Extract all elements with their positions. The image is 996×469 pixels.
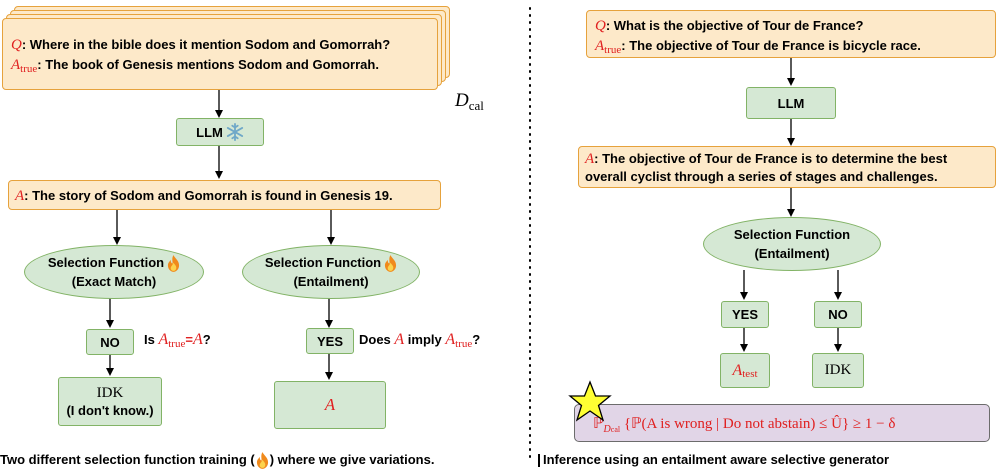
no-label: NO xyxy=(100,334,120,350)
llm-label: LLM xyxy=(196,124,223,140)
snowflake-icon xyxy=(226,123,243,141)
a-test-symbol: A xyxy=(732,361,743,379)
guarantee-formula: ℙDcal {ℙ(A is wrong | Do not abstain) ≤ … xyxy=(593,415,896,435)
sel2-line1: Selection Function xyxy=(264,255,382,270)
selection-function-entailment: Selection Function (Entailment) xyxy=(242,245,420,299)
sel1-line1: Selection Function xyxy=(47,255,165,270)
right-caption: Inference using an entailment aware sele… xyxy=(538,450,889,469)
sel2-line2: (Entailment) xyxy=(293,274,369,289)
flame-icon xyxy=(385,255,397,272)
entailment-question: Does A imply Atrue? xyxy=(359,331,481,350)
question-text: : Where in the bible does it mention Sod… xyxy=(21,37,391,52)
calibration-example-box: Q: Where in the bible does it mention So… xyxy=(2,18,438,90)
true-answer-text-right: : The objective of Tour de France is bic… xyxy=(621,38,921,53)
idk-output-box-right: IDK xyxy=(812,353,864,388)
idk-output-box: IDK (I don't know.) xyxy=(58,377,162,426)
sel-right-line1: Selection Function xyxy=(733,227,851,242)
a-true-symbol: A xyxy=(11,57,21,73)
sel1-line2: (Exact Match) xyxy=(71,274,157,289)
yes-decision-box: YES xyxy=(306,328,354,354)
yes-decision-box-right: YES xyxy=(721,301,769,328)
generated-answer-line1: : The objective of Tour de France is to … xyxy=(594,151,948,166)
yes-label-right: YES xyxy=(731,307,758,322)
generated-answer-text: : The story of Sodom and Gomorrah is fou… xyxy=(24,188,393,203)
llm-box-right: LLM xyxy=(746,87,836,119)
a-test-subscript: test xyxy=(742,367,758,380)
llm-label-right: LLM xyxy=(777,95,805,111)
selection-function-entailment-right: Selection Function (Entailment) xyxy=(703,217,881,271)
star-icon xyxy=(568,380,612,422)
left-caption: Two different selection function trainin… xyxy=(0,450,434,469)
yes-label: YES xyxy=(316,333,343,349)
flame-icon xyxy=(168,255,180,272)
idk-label: IDK xyxy=(96,385,124,401)
test-example-box: Q: What is the objective of Tour de Fran… xyxy=(586,10,996,58)
selection-function-exact-match: Selection Function (Exact Match) xyxy=(24,245,204,299)
sel-right-line2: (Entailment) xyxy=(754,246,830,261)
generated-answer-line2: overall cyclist through a series of stag… xyxy=(585,169,938,184)
generated-answer-box: A: The story of Sodom and Gomorrah is fo… xyxy=(8,180,441,210)
question-text-right: : What is the objective of Tour de Franc… xyxy=(605,18,864,33)
no-decision-box: NO xyxy=(86,329,134,355)
exact-match-question: Is Atrue=A? xyxy=(144,331,211,350)
llm-frozen-box: LLM xyxy=(176,118,264,146)
idk-explanation: (I don't know.) xyxy=(66,403,154,418)
answer-output-box: A xyxy=(274,381,386,429)
a-true-subscript-right: true xyxy=(604,44,622,56)
generated-answer-box-right: A: The objective of Tour de France is to… xyxy=(578,146,996,188)
flame-icon xyxy=(256,452,268,469)
true-answer-text: : The book of Genesis mentions Sodom and… xyxy=(37,57,379,72)
q-symbol-right: Q xyxy=(595,18,606,34)
guarantee-box: ℙDcal {ℙ(A is wrong | Do not abstain) ≤ … xyxy=(574,404,990,442)
a-true-symbol-right: A xyxy=(595,38,605,54)
a-symbol: A xyxy=(15,188,25,204)
idk-label-right: IDK xyxy=(824,362,852,378)
no-label-right: NO xyxy=(828,307,848,322)
no-decision-box-right: NO xyxy=(814,301,862,328)
q-symbol: Q xyxy=(11,37,22,53)
dcal-label: Dcal xyxy=(455,90,484,113)
a-true-subscript: true xyxy=(20,63,38,75)
a-symbol-right: A xyxy=(585,151,595,167)
answer-output-symbol: A xyxy=(324,395,336,414)
